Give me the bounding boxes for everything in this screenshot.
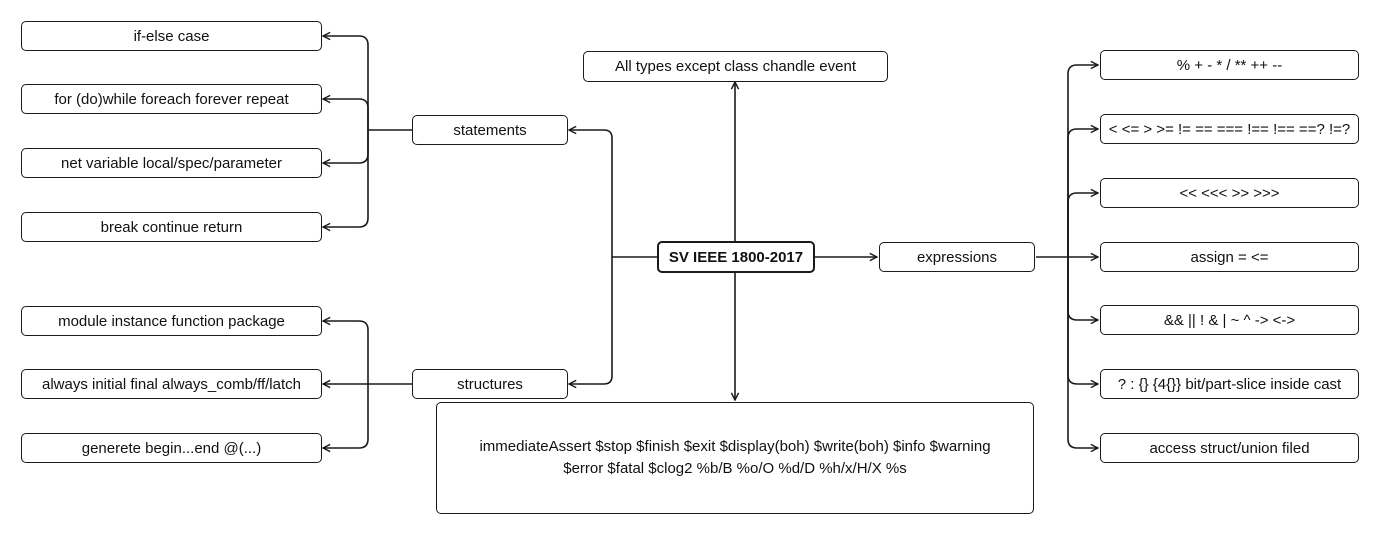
link-statement-0 [323,36,369,130]
statement-item-loops[interactable]: for (do)while foreach forever repeat [21,84,322,114]
link-root-statements [569,130,613,257]
expression-item-arithmetic[interactable]: % + - * / ** ++ -- [1100,50,1359,80]
statement-item-declarations[interactable]: net variable local/spec/parameter [21,148,322,178]
structures-node[interactable]: structures [412,369,568,399]
expression-item-shift[interactable]: << <<< >> >>> [1100,178,1359,208]
link-statement-2 [323,130,369,163]
link-structure-0 [323,321,369,384]
structure-item-module[interactable]: module instance function package [21,306,322,336]
link-statement-3 [323,130,369,227]
link-expression-4 [1067,257,1098,320]
structure-item-generate[interactable]: generete begin...end @(...) [21,433,322,463]
link-root-structures [569,257,613,384]
expression-item-conditional[interactable]: ? : {} {4{}} bit/part-slice inside cast [1100,369,1359,399]
link-expression-0 [1067,65,1098,257]
structure-item-procedures[interactable]: always initial final always_comb/ff/latc… [21,369,322,399]
system-tasks-line-2: $error $fatal $clog2 %b/B %o/O %d/D %h/x… [563,460,907,477]
expression-item-logical[interactable]: && || ! & | ~ ^ -> <-> [1100,305,1359,335]
expressions-node[interactable]: expressions [879,242,1035,272]
link-statement-1 [323,99,369,130]
root-node[interactable]: SV IEEE 1800-2017 [657,241,815,273]
link-expression-6 [1067,257,1098,448]
system-tasks-node[interactable]: immediateAssert $stop $finish $exit $dis… [436,402,1034,514]
link-expression-1 [1067,129,1098,257]
system-tasks-line-1: immediateAssert $stop $finish $exit $dis… [479,438,991,455]
expression-item-assign[interactable]: assign = <= [1100,242,1359,272]
statements-node[interactable]: statements [412,115,568,145]
types-node[interactable]: All types except class chandle event [583,51,888,82]
expression-item-relational[interactable]: < <= > >= != == === !== !== ==? !=? [1100,114,1359,144]
statement-item-jumps[interactable]: break continue return [21,212,322,242]
link-structure-2 [323,384,369,448]
statement-item-if-else[interactable]: if-else case [21,21,322,51]
expression-item-struct-access[interactable]: access struct/union filed [1100,433,1359,463]
link-expression-2 [1067,193,1098,257]
